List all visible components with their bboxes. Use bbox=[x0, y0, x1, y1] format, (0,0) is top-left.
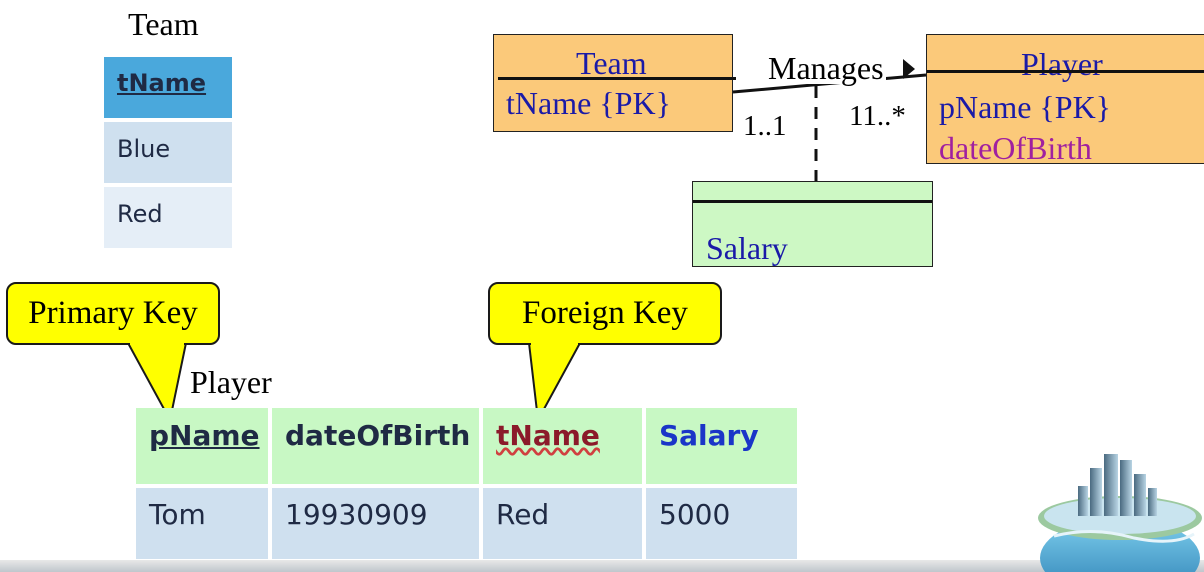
uml-player-class-name: Player bbox=[1021, 46, 1103, 82]
uml-team-class-name: Team bbox=[576, 45, 647, 81]
triangle-right-icon bbox=[903, 59, 915, 79]
uml-player-attr-pname: pName {PK} bbox=[939, 89, 1112, 125]
team-table-title: Team bbox=[128, 6, 199, 42]
player-table-cell: Tom bbox=[136, 488, 268, 559]
uml-team-class: Team tName {PK} bbox=[493, 34, 736, 132]
footer-bar bbox=[0, 560, 1204, 572]
player-table-cell: 19930909 bbox=[272, 488, 479, 559]
player-table-header-dateofbirth: dateOfBirth bbox=[272, 408, 479, 484]
team-table-header-tname: tName bbox=[104, 57, 232, 118]
uml-team-attr-tname: tName {PK} bbox=[506, 85, 671, 121]
player-table-header-pname: pName bbox=[136, 408, 268, 484]
team-multiplicity: 1..1 bbox=[743, 110, 787, 142]
city-globe-logo bbox=[1038, 454, 1202, 572]
foreign-key-callout: Foreign Key bbox=[488, 282, 722, 345]
uml-player-class: Player pName {PK} dateOfBirth bbox=[926, 34, 1204, 164]
player-multiplicity: 11..* bbox=[849, 100, 906, 132]
uml-association-attr-salary: Salary bbox=[706, 230, 788, 266]
primary-key-callout: Primary Key bbox=[6, 282, 220, 345]
uml-association-divider bbox=[693, 200, 932, 203]
uml-player-attr-dateofbirth: dateOfBirth bbox=[939, 130, 1092, 166]
foreign-key-callout-seam bbox=[531, 339, 578, 345]
team-table-row: Blue bbox=[104, 122, 232, 183]
association-name: Manages bbox=[766, 50, 886, 86]
player-table-cell: 5000 bbox=[646, 488, 797, 559]
team-table-row: Red bbox=[104, 187, 232, 248]
player-table-cell: Red bbox=[483, 488, 642, 559]
primary-key-callout-seam bbox=[130, 339, 184, 345]
uml-player-divider bbox=[927, 70, 1204, 73]
player-table-header-salary: Salary bbox=[646, 408, 797, 484]
player-table-header-tname: tName bbox=[483, 408, 642, 484]
player-table-title: Player bbox=[190, 364, 272, 400]
uml-association-class: Salary bbox=[692, 181, 933, 267]
uml-team-divider bbox=[498, 77, 736, 80]
